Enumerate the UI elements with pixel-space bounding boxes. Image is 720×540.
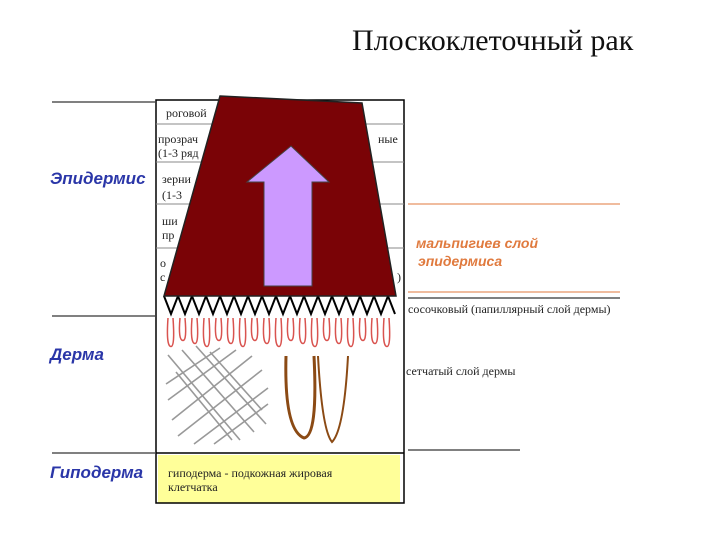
malpighian-line-2: эпидермиса — [418, 253, 503, 269]
reticular-layer-label: сетчатый слой дермы — [406, 364, 516, 378]
hypodermis-label-1: гиподерма - подкожная жировая — [168, 466, 333, 480]
hair-follicle-2 — [317, 355, 349, 444]
region-label-epidermis: Эпидермис — [50, 169, 146, 188]
malpighian-line-1: мальпигиев слой — [416, 235, 539, 251]
dermal-papilla — [346, 317, 355, 348]
layer-label-basal-right: ) — [397, 270, 401, 284]
dermal-papilla — [250, 317, 259, 342]
dermal-papilla — [202, 317, 211, 348]
growth-arrow-icon — [245, 145, 331, 287]
collagen-mesh — [165, 345, 269, 445]
dermal-papilla — [262, 317, 271, 345]
dermal-papilla — [358, 317, 367, 342]
dermal-papilla — [322, 317, 331, 342]
layer-label-lucidum-2: (1-3 ряд — [158, 146, 199, 160]
papillary-layer-label: сосочковый (папиллярный слой дермы) — [408, 302, 611, 316]
dermal-papilla — [226, 317, 235, 345]
hypodermis-label-2: клетчатка — [168, 480, 218, 494]
dermal-papilla — [166, 317, 175, 348]
hypodermis-block — [158, 455, 400, 503]
dermal-papilla — [310, 317, 319, 348]
dermal-papilla — [214, 317, 223, 342]
layer-label-lucidum-right: ные — [378, 132, 398, 146]
dermal-papilla — [334, 317, 343, 345]
layer-label-granular-2: (1-3 — [162, 188, 182, 202]
page-title: Плоскоклеточный рак — [352, 24, 634, 57]
layer-label-basal-2: с — [160, 270, 166, 284]
layer-label-lucidum-1: прозрач — [158, 132, 199, 146]
layer-label-granular-1: зерни — [162, 172, 191, 186]
dermal-papilla — [286, 317, 295, 342]
dermal-papilla — [274, 317, 283, 348]
dermal-papilla — [298, 317, 307, 345]
layer-label-basal-1: о — [160, 256, 166, 270]
dermal-papilla — [190, 317, 199, 345]
dermal-papilla — [178, 317, 187, 342]
dermal-papilla — [238, 317, 247, 348]
basement-membrane-zigzag — [163, 293, 396, 317]
layer-label-spinous-2: пр — [162, 228, 175, 242]
region-label-hypodermis: Гиподерма — [50, 463, 144, 482]
dermal-papilla — [370, 317, 379, 345]
dermal-papillae — [166, 317, 391, 348]
layer-label-spinous-1: ши — [162, 214, 178, 228]
layer-label-corneum: роговой — [166, 106, 207, 120]
malpighian-layer-label: мальпигиев слой эпидермиса — [416, 234, 538, 270]
dermal-papilla — [382, 317, 391, 348]
hair-follicle — [284, 355, 317, 440]
region-label-dermis: Дерма — [50, 345, 104, 364]
